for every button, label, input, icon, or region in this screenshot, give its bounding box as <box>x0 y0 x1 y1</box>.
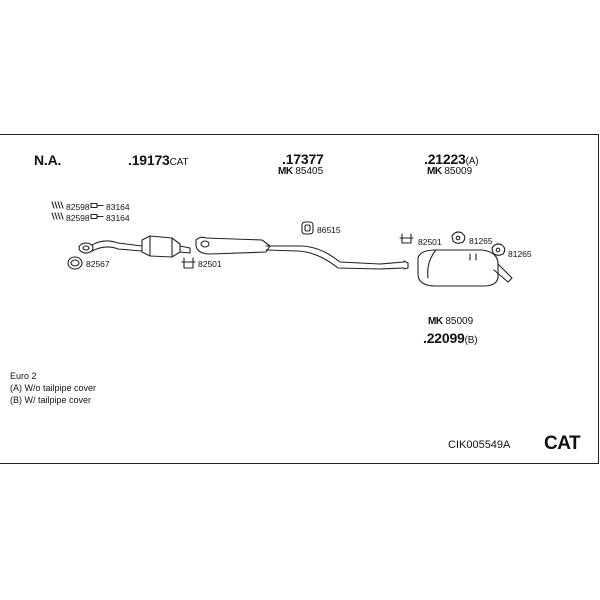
middle-silencer-icon <box>195 236 409 270</box>
callout-82598-top: 82598 <box>66 202 90 212</box>
na-label: N.A. <box>34 152 62 168</box>
callout-81265-bottom: 81265 <box>508 249 532 259</box>
callout-82501-left: 82501 <box>198 259 222 269</box>
mk-kit-rear-silencer-b: MK 85009 <box>428 316 474 327</box>
spring-icon-bottom <box>51 212 64 220</box>
gasket-ring-icon <box>67 256 83 270</box>
rear-silencer-icon <box>417 249 513 287</box>
part-suffix-b: (B) <box>464 335 478 346</box>
diagram-frame <box>0 134 599 464</box>
callout-83164-top: 83164 <box>106 202 130 212</box>
callout-82501-right: 82501 <box>418 237 442 247</box>
mk-kit-rear-silencer-a: MK 85009 <box>427 166 473 177</box>
rubber-hanger-icon-86515 <box>301 221 314 235</box>
bolt-icon-top <box>90 202 104 209</box>
part-number-rear-silencer-a: .21223(A) <box>424 151 479 167</box>
note-a-without-cover: (A) W/o tailpipe cover <box>10 383 97 393</box>
mk-kit-center-pipe: MK 85405 <box>278 166 324 177</box>
rubber-ring-icon-bottom <box>491 243 506 256</box>
front-pipe-icon <box>78 240 143 254</box>
part-number-rear-silencer-b: .22099(B) <box>423 330 478 346</box>
rubber-ring-icon-top <box>451 231 466 244</box>
callout-86515: 86515 <box>317 225 341 235</box>
part-number-center-pipe: .17377 <box>282 151 324 167</box>
callout-81265-top: 81265 <box>469 236 493 246</box>
hanger-icon-left <box>181 257 196 269</box>
note-euro2: Euro 2 <box>10 371 37 381</box>
spring-icon-top <box>51 201 64 209</box>
catalytic-converter-icon <box>141 235 191 258</box>
part-suffix-cat: CAT <box>169 157 189 168</box>
hanger-icon-right <box>399 233 414 244</box>
callout-83164-bottom: 83164 <box>106 213 130 223</box>
bolt-icon-bottom <box>90 213 104 220</box>
part-suffix-a: (A) <box>465 156 479 167</box>
cat-label: CAT <box>544 433 581 454</box>
note-b-with-cover: (B) W/ tailpipe cover <box>10 395 92 405</box>
callout-82567: 82567 <box>86 259 110 269</box>
part-number-catalyst: .19173CAT <box>128 152 189 168</box>
diagram-code: CIK005549A <box>448 439 511 451</box>
callout-82598-bottom: 82598 <box>66 213 90 223</box>
